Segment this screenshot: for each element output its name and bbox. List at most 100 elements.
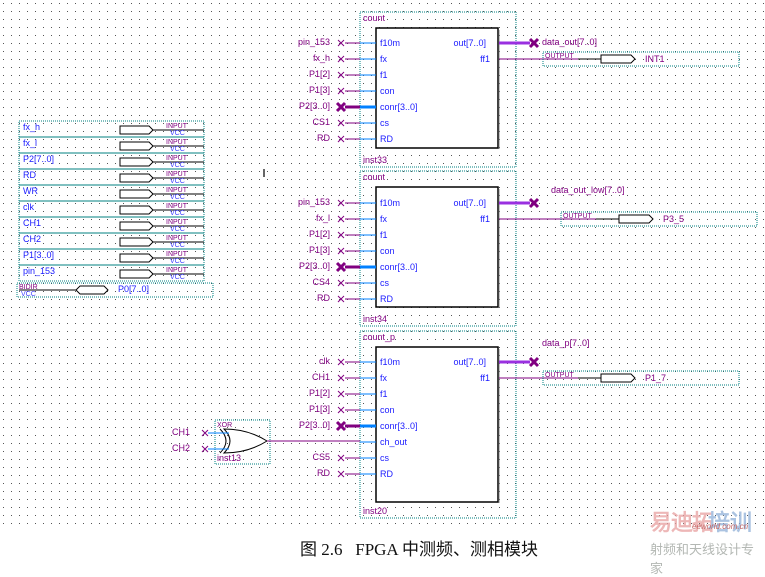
input-pin-symbol [119, 269, 154, 279]
input-pin-name: pin_153 [23, 266, 55, 276]
net-label: P1[3] [309, 245, 330, 255]
output-pin-symbol [618, 214, 654, 224]
block-output-port: out[7..0] [453, 357, 486, 367]
output-pin-name: P1_7 [645, 373, 666, 383]
unconnected-marker [337, 454, 345, 462]
bidir-pin-symbol [75, 285, 109, 295]
block-input-port: f1 [380, 389, 388, 399]
block-type: count [363, 13, 386, 23]
block-input-port: cs [380, 453, 390, 463]
unconnected-marker [337, 199, 345, 207]
unconnected-marker [201, 429, 209, 437]
block-body [375, 27, 499, 149]
input-pin-frame [18, 248, 205, 266]
xor-gate-symbol [222, 428, 268, 454]
output-pin-type: OUTPUT [563, 213, 593, 220]
xor-input-net: CH1 [172, 427, 190, 437]
net-label: P2[3..0] [299, 101, 330, 111]
input-pin-name: fx_l [23, 138, 37, 148]
input-pin-symbol [119, 141, 154, 151]
input-pin-type: INPUT [166, 139, 188, 146]
input-pin-symbol [119, 221, 154, 231]
block-output-port: ff1 [480, 214, 490, 224]
block-input-port: conr[3..0] [380, 421, 418, 431]
input-pin-symbol [119, 253, 154, 263]
block-input-port: ch_out [380, 437, 408, 447]
block-input-port: f10m [380, 357, 400, 367]
block-type: count [363, 172, 386, 182]
unconnected-marker [337, 119, 345, 127]
input-pin-default: VCC [170, 178, 185, 185]
unconnected-marker [337, 87, 345, 95]
block-instance: inst20 [363, 506, 387, 516]
net-label: pin_153 [298, 37, 330, 47]
output-pin-frame [542, 370, 740, 386]
input-pin-frame [18, 184, 205, 202]
unconnected-marker [337, 279, 345, 287]
bidir-pin-frame [16, 282, 214, 298]
input-pin-frame [18, 264, 205, 282]
watermark-logo-a: 易迪拓 [650, 511, 714, 536]
unconnected-bus-marker [335, 101, 347, 113]
figure-caption: 图 2.6 FPGA 中测频、测相模块 [300, 540, 539, 559]
net-label: P2[3..0] [299, 261, 330, 271]
xor-frame [214, 419, 271, 465]
unconnected-bus-marker [335, 420, 347, 432]
unconnected-marker [337, 406, 345, 414]
input-pin-default: VCC [170, 146, 185, 153]
net-label: pin_153 [298, 197, 330, 207]
unconnected-marker [337, 135, 345, 143]
block-input-port: fx [380, 54, 388, 64]
watermark: 易迪拓 培训 eeworld.com.cn 射频和天线设计专家 [650, 505, 765, 577]
net-label: P1[2] [309, 69, 330, 79]
input-pin-frame [18, 200, 205, 218]
output-pin-frame [560, 211, 758, 227]
input-pin-default: VCC [170, 210, 185, 217]
output-pin-name: INT1 [645, 54, 665, 64]
input-pin-default: VCC [170, 130, 185, 137]
unconnected-marker [337, 55, 345, 63]
block-type: count_p [363, 332, 395, 342]
input-pin-symbol [119, 157, 154, 167]
input-pin-name: WR [23, 186, 38, 196]
net-label: fx_l [316, 213, 330, 223]
input-pin-frame [18, 232, 205, 250]
net-label: fx_h [313, 53, 330, 63]
watermark-subtitle: 射频和天线设计专家 [650, 543, 755, 577]
input-pin-name: fx_h [23, 122, 40, 132]
net-label: CS4 [312, 277, 330, 287]
block-input-port: RD [380, 469, 393, 479]
block-input-port: RD [380, 294, 393, 304]
output-pin-type: OUTPUT [545, 53, 575, 60]
input-pin-type: INPUT [166, 155, 188, 162]
xor-instance: inst13 [217, 453, 241, 463]
net-label: P1[3] [309, 85, 330, 95]
input-pin-frame [18, 216, 205, 234]
unconnected-marker [337, 215, 345, 223]
block-input-port: cs [380, 278, 390, 288]
output-pin-symbol [600, 54, 636, 64]
block-frame [359, 170, 517, 327]
bidir-pin-type: BIDIR [19, 284, 38, 291]
input-pin-default: VCC [170, 258, 185, 265]
net-label: RD [317, 133, 330, 143]
unconnected-bus-marker [528, 356, 540, 368]
block-input-port: fx [380, 373, 388, 383]
input-pin-symbol [119, 237, 154, 247]
block-input-port: f1 [380, 70, 388, 80]
input-pin-name: CH1 [23, 218, 41, 228]
net-label: P1[2] [309, 388, 330, 398]
block-input-port: con [380, 405, 395, 415]
unconnected-marker [337, 358, 345, 366]
input-pin-default: VCC [170, 226, 185, 233]
bidir-pin-default: VCC [21, 291, 36, 298]
input-pin-type: INPUT [166, 251, 188, 258]
block-instance: inst33 [363, 155, 387, 165]
block-instance: inst34 [363, 314, 387, 324]
unconnected-marker [337, 71, 345, 79]
block-body [375, 186, 499, 308]
input-pin-symbol [119, 189, 154, 199]
bus-net-label: data_out_low[7..0] [551, 185, 625, 195]
watermark-logo-b: 培训 [708, 511, 753, 536]
input-pin-symbol [119, 205, 154, 215]
